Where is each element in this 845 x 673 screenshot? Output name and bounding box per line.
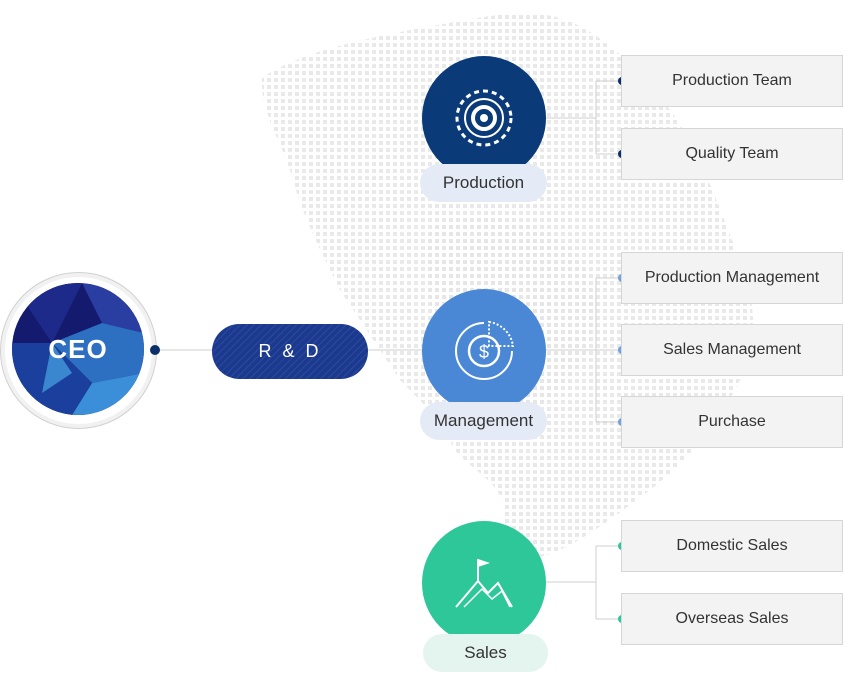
sales-circle[interactable]	[422, 521, 546, 645]
ceo-label: CEO	[48, 333, 108, 364]
dollar-chart-icon: $	[455, 320, 515, 380]
team-box-production-team[interactable]: Production Team	[621, 55, 843, 107]
ceo-connector-dot	[150, 345, 160, 355]
rd-node[interactable]: R & D	[212, 324, 368, 379]
team-box-quality-team[interactable]: Quality Team	[621, 128, 843, 180]
team-box-domestic-sales[interactable]: Domestic Sales	[621, 520, 843, 572]
production-label: Production	[420, 164, 547, 202]
management-circle[interactable]: $	[422, 289, 546, 413]
svg-text:$: $	[479, 342, 489, 362]
management-label: Management	[420, 402, 547, 440]
team-box-overseas-sales[interactable]: Overseas Sales	[621, 593, 843, 645]
team-box-production-management[interactable]: Production Management	[621, 252, 843, 304]
mountain-flag-icon	[455, 559, 513, 608]
team-box-purchase[interactable]: Purchase	[621, 396, 843, 448]
production-circle[interactable]	[422, 56, 546, 180]
gear-icon	[455, 89, 513, 147]
sales-label: Sales	[423, 634, 548, 672]
team-box-sales-management[interactable]: Sales Management	[621, 324, 843, 376]
